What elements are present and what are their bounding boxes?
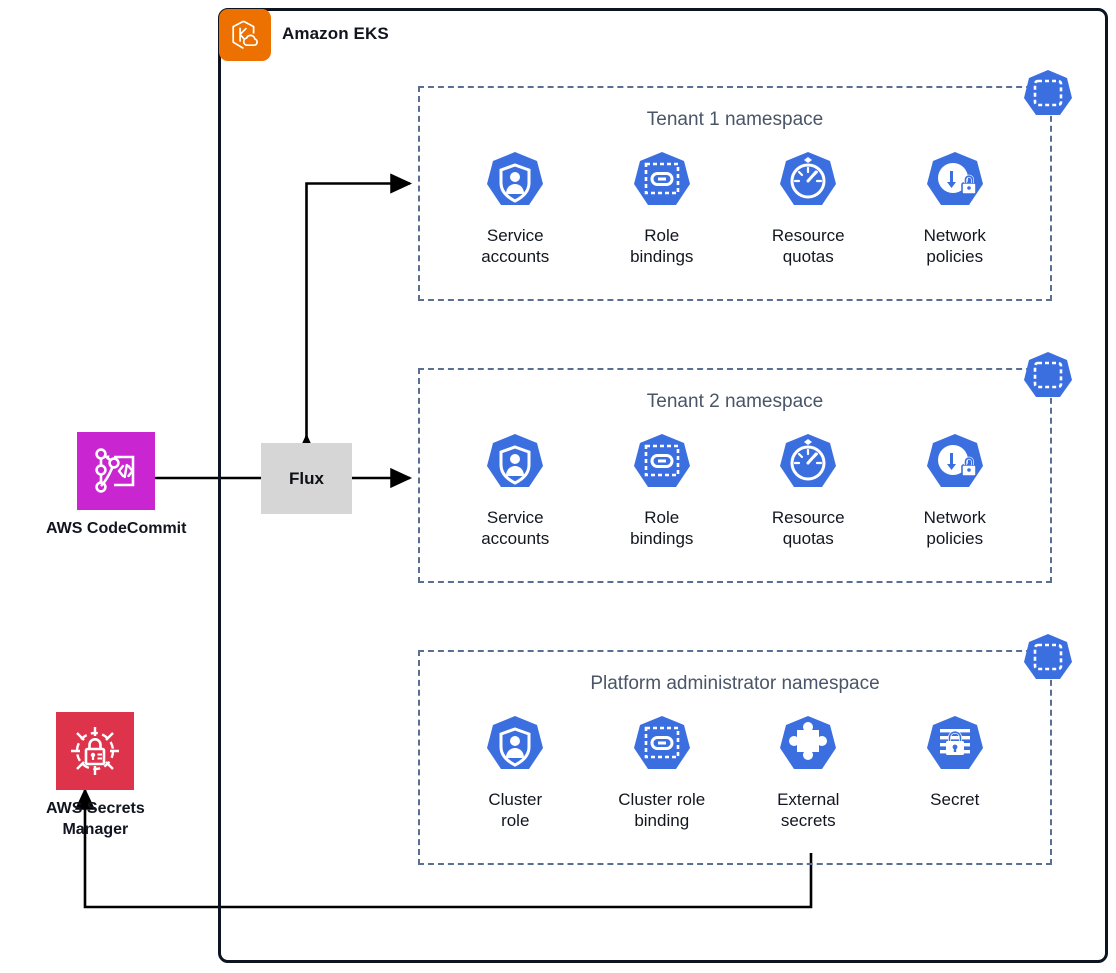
resource-label: Network policies	[923, 226, 986, 266]
resource-quota-icon	[780, 434, 837, 487]
cluster-role-binding-icon	[633, 716, 690, 769]
resource-label: Resource quotas	[771, 508, 845, 548]
resource-cluster-role[interactable]: Cluster role	[456, 714, 574, 831]
flux-label: Flux	[289, 468, 324, 488]
resource-service-accounts[interactable]: Service accounts	[456, 432, 574, 549]
namespace-title: Tenant 2 namespace	[646, 391, 824, 412]
namespace-badge-platform-administrator	[1024, 634, 1072, 679]
namespace-badge-tenant-2	[1024, 352, 1072, 397]
secret-icon	[926, 716, 983, 769]
resource-label: Role bindings	[630, 226, 694, 266]
aws-secrets-manager-icon	[56, 712, 135, 790]
resource-role-bindings[interactable]: Role bindings	[603, 432, 721, 549]
namespace-resource-list: Cluster role Cluster role binding Extern…	[420, 714, 1050, 831]
service-account-icon	[487, 434, 544, 487]
amazon-eks-container	[218, 8, 1108, 963]
resource-label: Secret	[930, 790, 980, 809]
aws-codecommit-label: AWS CodeCommit	[46, 520, 187, 537]
network-policy-icon	[926, 434, 983, 487]
resource-label: Service accounts	[481, 226, 550, 266]
resource-label: Role bindings	[630, 508, 694, 548]
namespace-card-platform-administrator: Platform administrator namespace Cluster…	[418, 650, 1052, 865]
resource-quota-icon	[780, 152, 837, 205]
namespace-card-tenant-2: Tenant 2 namespace Service accounts	[418, 368, 1052, 583]
resource-label: Cluster role binding	[618, 790, 706, 830]
resource-resource-quotas[interactable]: Resource quotas	[749, 150, 867, 267]
resource-service-accounts[interactable]: Service accounts	[456, 150, 574, 267]
resource-network-policies[interactable]: Network policies	[896, 432, 1014, 549]
resource-network-policies[interactable]: Network policies	[896, 150, 1014, 267]
aws-codecommit-node[interactable]: AWS CodeCommit	[46, 432, 186, 539]
resource-label: External secrets	[777, 790, 840, 830]
aws-secrets-manager-label: AWS Secrets Manager	[46, 800, 145, 838]
namespace-title: Tenant 1 namespace	[646, 109, 824, 130]
namespace-resource-list: Service accounts Role bindings	[420, 150, 1050, 267]
flux-node[interactable]: Flux	[261, 443, 352, 514]
namespace-title: Platform administrator namespace	[590, 673, 880, 694]
external-secrets-icon	[780, 716, 837, 769]
aws-secrets-manager-node[interactable]: AWS Secrets Manager	[46, 712, 145, 840]
cluster-role-icon	[487, 716, 544, 769]
resource-label: Resource quotas	[771, 226, 845, 266]
page-title: Amazon EKS	[282, 24, 389, 43]
resource-external-secrets[interactable]: External secrets	[749, 714, 867, 831]
resource-label: Network policies	[923, 508, 986, 548]
resource-label: Cluster role	[488, 790, 543, 830]
namespace-resource-list: Service accounts Role bindings	[420, 432, 1050, 549]
resource-label: Service accounts	[481, 508, 550, 548]
role-binding-icon	[633, 152, 690, 205]
namespace-card-tenant-1: Tenant 1 namespace Service accounts	[418, 86, 1052, 301]
network-policy-icon	[926, 152, 983, 205]
resource-resource-quotas[interactable]: Resource quotas	[749, 432, 867, 549]
resource-secret[interactable]: Secret	[896, 714, 1014, 810]
service-account-icon	[487, 152, 544, 205]
amazon-eks-icon	[219, 9, 271, 61]
role-binding-icon	[633, 434, 690, 487]
resource-role-bindings[interactable]: Role bindings	[603, 150, 721, 267]
resource-cluster-role-binding[interactable]: Cluster role binding	[603, 714, 721, 831]
namespace-badge-tenant-1	[1024, 70, 1072, 115]
aws-codecommit-icon	[77, 432, 156, 510]
